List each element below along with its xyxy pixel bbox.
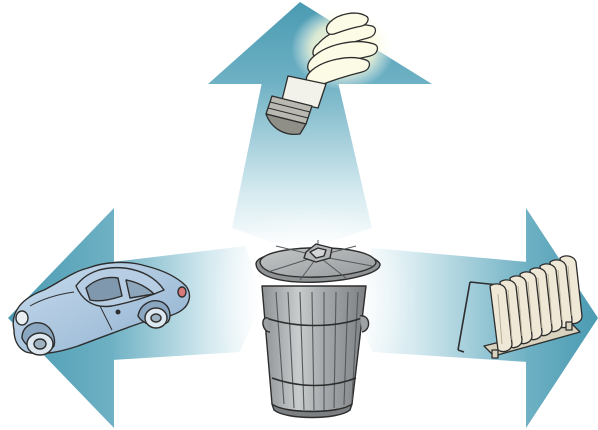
trash-can-icon (256, 240, 380, 418)
